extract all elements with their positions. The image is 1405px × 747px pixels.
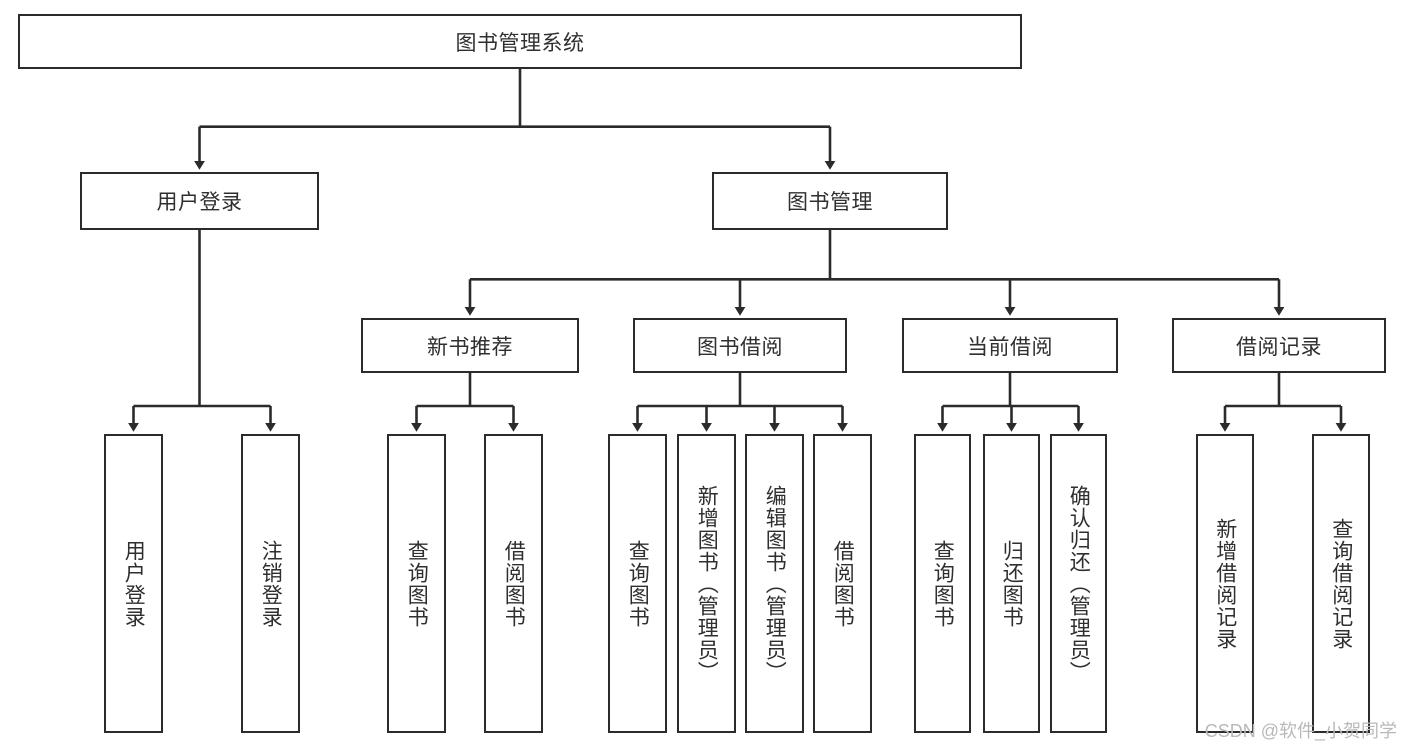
- node-label: 借阅图书: [502, 539, 526, 628]
- node-label: 查询图书: [405, 539, 429, 628]
- node-user-login[interactable]: 用户登录: [80, 172, 319, 230]
- node-leaf-return-book[interactable]: 归还图书: [983, 434, 1040, 733]
- node-book-borrow[interactable]: 图书借阅: [633, 318, 847, 373]
- node-book-manage[interactable]: 图书管理: [712, 172, 948, 230]
- node-leaf-confirm-return[interactable]: 确认归还（管理员）: [1050, 434, 1107, 733]
- node-root[interactable]: 图书管理系统: [18, 14, 1022, 69]
- node-label: 当前借阅: [967, 335, 1053, 359]
- node-label: 查询图书: [931, 539, 955, 628]
- node-label: 图书借阅: [697, 335, 783, 359]
- node-leaf-borrow-book[interactable]: 借阅图书: [813, 434, 872, 733]
- node-label: 图书管理系统: [455, 31, 585, 55]
- node-leaf-add-record[interactable]: 新增借阅记录: [1196, 434, 1254, 733]
- node-label: 注销登录: [259, 539, 283, 628]
- node-label: 新增图书（管理员）: [695, 484, 719, 683]
- node-leaf-query-record[interactable]: 查询借阅记录: [1312, 434, 1370, 733]
- node-leaf-query-book-cur[interactable]: 查询图书: [914, 434, 971, 733]
- node-label: 归还图书: [1000, 539, 1024, 628]
- node-label: 确认归还（管理员）: [1067, 484, 1091, 683]
- node-leaf-edit-book[interactable]: 编辑图书（管理员）: [745, 434, 804, 733]
- node-label: 新书推荐: [427, 335, 513, 359]
- node-leaf-query-book-rec[interactable]: 查询图书: [387, 434, 446, 733]
- node-label: 用户登录: [122, 539, 146, 628]
- node-leaf-logout[interactable]: 注销登录: [241, 434, 300, 733]
- node-label: 查询借阅记录: [1329, 517, 1353, 650]
- node-leaf-query-book-borrow[interactable]: 查询图书: [608, 434, 667, 733]
- node-label: 用户登录: [156, 191, 243, 214]
- node-label: 图书管理: [787, 191, 873, 214]
- node-leaf-add-book[interactable]: 新增图书（管理员）: [677, 434, 736, 733]
- node-new-book-rec[interactable]: 新书推荐: [361, 318, 579, 373]
- node-label: 借阅图书: [831, 539, 855, 628]
- node-borrow-record[interactable]: 借阅记录: [1172, 318, 1386, 373]
- node-label: 借阅记录: [1236, 335, 1322, 359]
- node-leaf-user-login[interactable]: 用户登录: [104, 434, 163, 733]
- node-leaf-borrow-book-rec[interactable]: 借阅图书: [484, 434, 543, 733]
- node-label: 新增借阅记录: [1213, 517, 1237, 650]
- node-label: 查询图书: [626, 539, 650, 628]
- node-current-borrow[interactable]: 当前借阅: [902, 318, 1118, 373]
- node-label: 编辑图书（管理员）: [763, 484, 787, 683]
